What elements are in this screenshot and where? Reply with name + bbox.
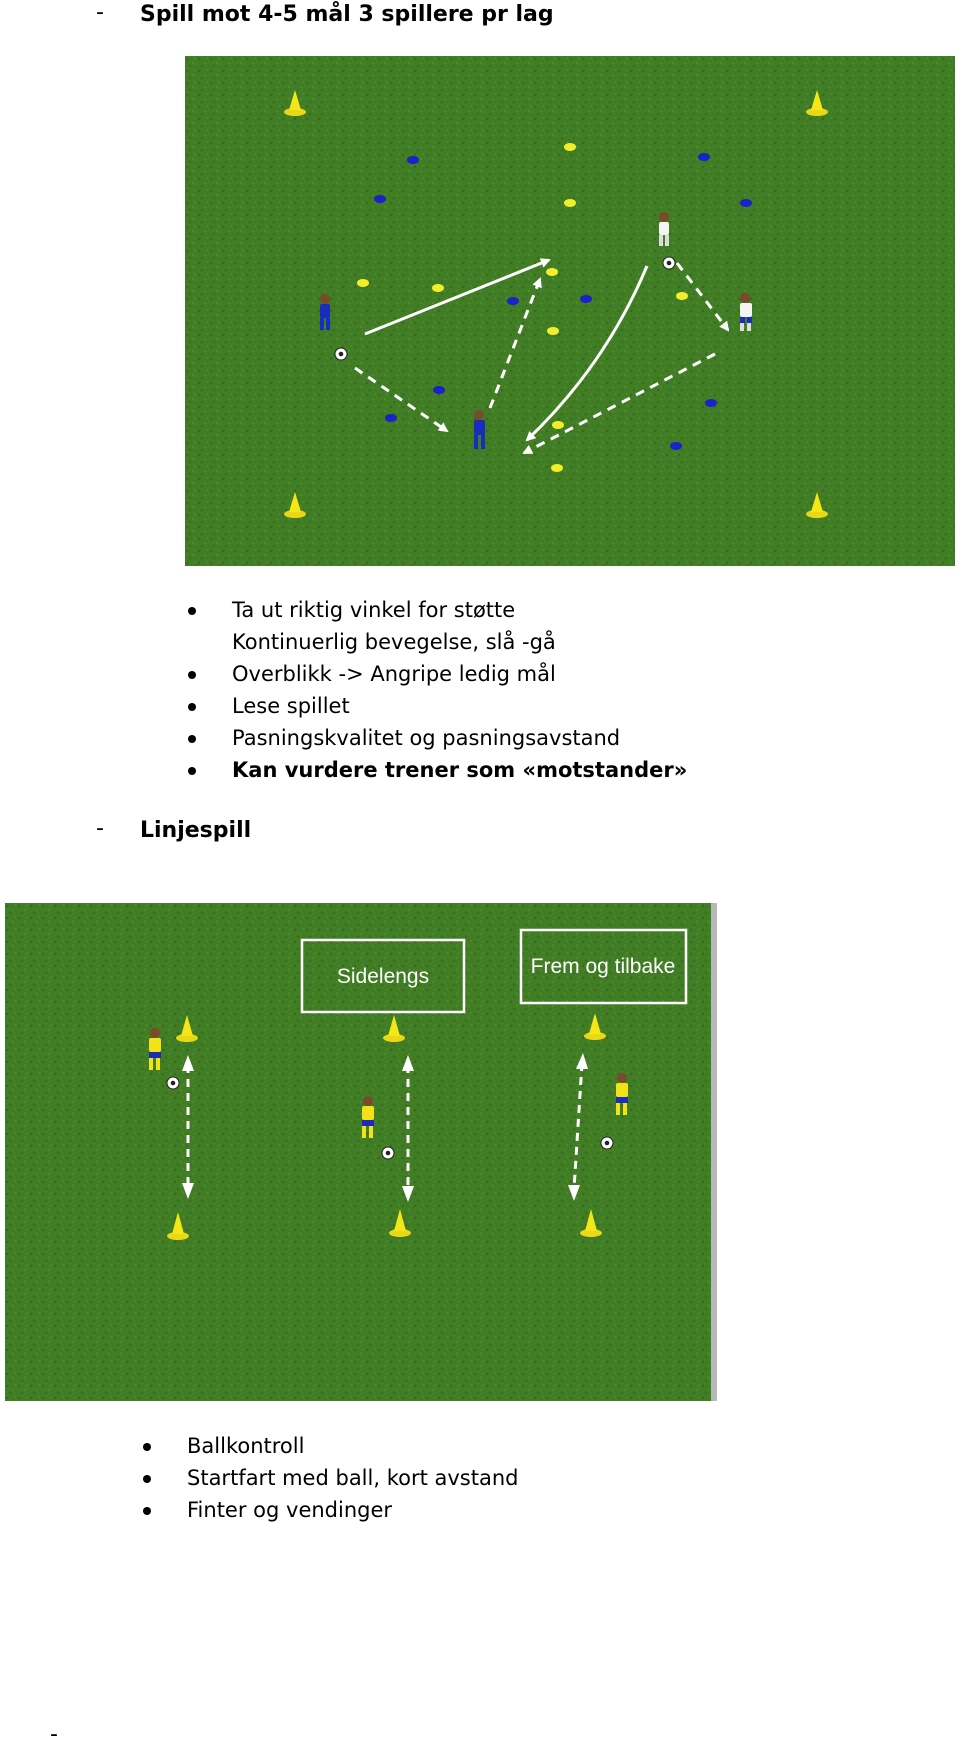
list-item-text: Startfart med ball, kort avstand <box>187 1466 519 1490</box>
blue-marker-icon <box>407 156 419 164</box>
section-title-linjespill: Linjespill <box>140 818 252 843</box>
trailing-dash: - <box>50 1722 58 1747</box>
ball-icon <box>166 1076 180 1090</box>
list-item-text: Ballkontroll <box>187 1434 305 1458</box>
yellow-marker-icon <box>547 327 559 335</box>
ball-icon <box>381 1146 395 1160</box>
list-item: Ballkontroll <box>143 1430 519 1462</box>
cone-icon <box>584 1013 606 1040</box>
cone-icon <box>284 492 306 518</box>
blue-marker-icon <box>374 195 386 203</box>
bullet-icon <box>188 767 196 775</box>
bullet-icon <box>143 1507 151 1515</box>
line-drill-diagram: Sidelengs Frem og tilbake <box>5 903 717 1401</box>
cone-icon <box>176 1015 198 1042</box>
blue-marker-icon <box>740 199 752 207</box>
yellow-marker-icon <box>564 143 576 151</box>
blue-marker-icon <box>385 414 397 422</box>
bullet-icon <box>188 735 196 743</box>
cone-icon <box>389 1209 411 1237</box>
blue-marker-icon <box>507 297 519 305</box>
small-sided-game-diagram <box>185 56 955 566</box>
section-title-spill: Spill mot 4-5 mål 3 spillere pr lag <box>140 2 554 27</box>
list-dash: - <box>96 816 104 841</box>
run-arrow <box>522 352 716 455</box>
yellow-marker-icon <box>432 284 444 292</box>
bullet-icon <box>188 703 196 711</box>
sidelengs-label-box: Sidelengs <box>300 938 466 1014</box>
list-dash: - <box>96 0 104 25</box>
list-item: Overblikk -> Angripe ledig mål <box>188 658 687 690</box>
blue-marker-icon <box>580 295 592 303</box>
list-item: Kan vurdere trener som «motstander» <box>188 754 688 786</box>
cone-icon <box>284 90 306 116</box>
blue-marker-icon <box>433 386 445 394</box>
pass-arrow <box>525 265 649 442</box>
ball-icon <box>334 347 348 361</box>
list-item-text: Kan vurdere trener som «motstander» <box>232 758 688 782</box>
player-yellow-icon <box>362 1096 374 1138</box>
cone-icon <box>167 1212 189 1240</box>
bullet-icon <box>143 1443 151 1451</box>
yellow-marker-icon <box>551 464 563 472</box>
sidelengs-label: Sidelengs <box>337 965 429 988</box>
list-item-text: Finter og vendinger <box>187 1498 393 1522</box>
yellow-marker-icon <box>552 421 564 429</box>
list-item: Lese spillet <box>188 690 687 722</box>
list-item: Pasningskvalitet og pasningsavstand <box>188 722 687 754</box>
player-blue-icon <box>474 410 485 449</box>
yellow-marker-icon <box>676 292 688 300</box>
bullet-icon <box>188 607 196 615</box>
player-blue-icon <box>320 294 330 330</box>
cone-icon <box>580 1209 602 1237</box>
list-item-text: Pasningskvalitet og pasningsavstand <box>232 726 621 750</box>
yellow-marker-icon <box>357 279 369 287</box>
blue-marker-icon <box>670 442 682 450</box>
ball-icon <box>600 1136 614 1150</box>
bullet-icon <box>188 671 196 679</box>
player-yellow-icon <box>149 1028 161 1070</box>
list-item-text: Overblikk -> Angripe ledig mål <box>232 662 556 686</box>
cone-icon <box>806 492 828 518</box>
frem-og-tilbake-label: Frem og tilbake <box>531 955 676 978</box>
pass-arrow <box>364 258 551 336</box>
run-arrow <box>488 277 542 409</box>
blue-marker-icon <box>705 399 717 407</box>
ball-icon <box>662 256 676 270</box>
blue-marker-icon <box>698 153 710 161</box>
list-item: Startfart med ball, kort avstand <box>143 1462 519 1494</box>
two-way-arrow <box>572 1062 584 1190</box>
run-arrow <box>354 366 449 433</box>
player-white-icon <box>659 212 669 246</box>
list-item-text: Lese spillet <box>232 694 350 718</box>
pitch-grass <box>5 903 717 1401</box>
list-item-text: Kontinuerlig bevegelse, slå -gå <box>232 630 556 654</box>
yellow-marker-icon <box>564 199 576 207</box>
player-white-icon <box>740 293 752 331</box>
yellow-marker-icon <box>546 268 558 276</box>
cone-icon <box>383 1015 405 1042</box>
list-item: Finter og vendinger <box>143 1494 519 1526</box>
frem-og-tilbake-label-box: Frem og tilbake <box>519 928 688 1005</box>
run-arrow <box>675 262 730 332</box>
player-yellow-icon <box>616 1073 628 1115</box>
pitch-grass <box>185 56 955 566</box>
list-item: Kontinuerlig bevegelse, slå -gå <box>232 626 687 658</box>
cone-icon <box>806 90 828 116</box>
list-item-text: Ta ut riktig vinkel for støtte <box>232 598 516 622</box>
list-item: Ta ut riktig vinkel for støtte <box>188 594 687 626</box>
bullet-icon <box>143 1475 151 1483</box>
